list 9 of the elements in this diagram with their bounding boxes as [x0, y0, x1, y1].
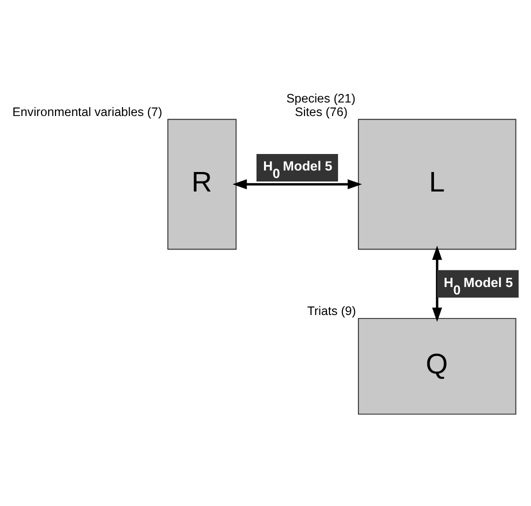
arrow [432, 245, 442, 322]
node-label: Triats (9) [307, 304, 356, 318]
node-box: Q [358, 317, 516, 414]
node-box: L [358, 118, 516, 250]
node-label: Sites (76) [294, 104, 348, 118]
node-label: Environmental variables (7) [12, 104, 162, 118]
node-label: Species (21) [286, 91, 356, 106]
arrow [232, 178, 362, 189]
node-box: R [167, 118, 237, 250]
